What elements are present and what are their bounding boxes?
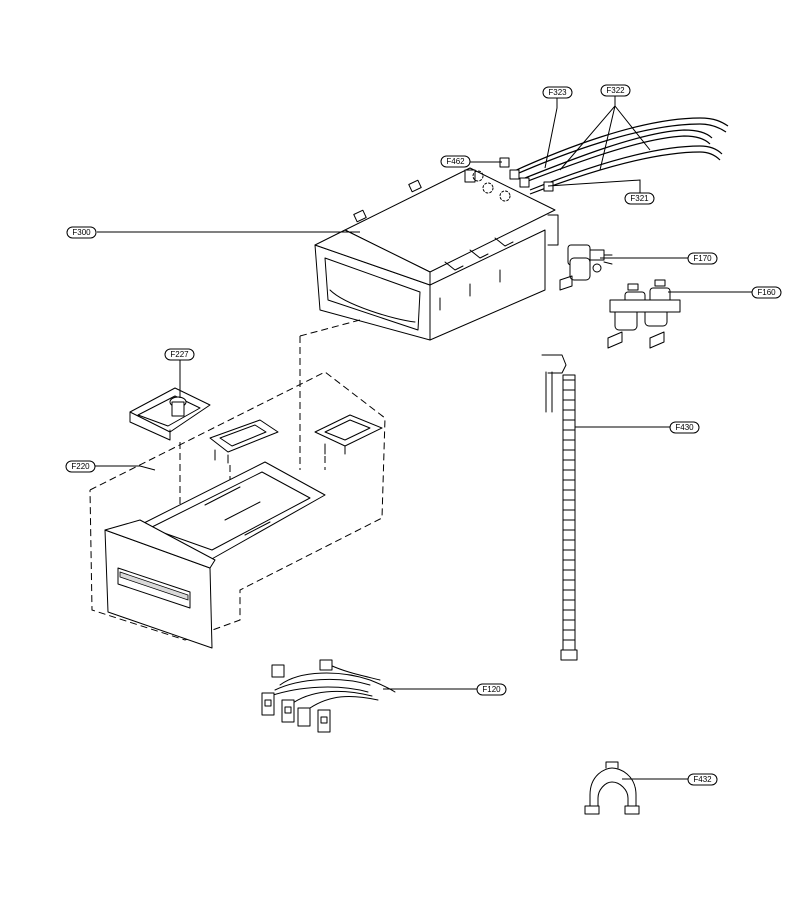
callout-F227: F227: [164, 348, 195, 361]
callout-F300: F300: [66, 226, 97, 239]
svg-text:F120: F120: [482, 685, 501, 694]
svg-text:F220: F220: [71, 462, 90, 471]
hose-guide: [584, 761, 640, 815]
detergent-drawer: [89, 319, 386, 649]
callout-F323: F323: [542, 86, 573, 99]
svg-text:F160: F160: [757, 288, 776, 297]
svg-text:F432: F432: [693, 775, 712, 784]
inlet-hoses: [499, 117, 729, 195]
callout-F430: F430: [669, 421, 700, 434]
svg-text:F462: F462: [446, 157, 465, 166]
svg-text:F321: F321: [630, 194, 649, 203]
svg-text:F430: F430: [675, 423, 694, 432]
callout-F462: F462: [440, 155, 471, 168]
svg-text:F300: F300: [72, 228, 91, 237]
callout-F120: F120: [476, 683, 507, 696]
callout-F322: F322: [600, 84, 631, 97]
water-valve-double: [607, 279, 681, 349]
dispenser-housing: [314, 167, 559, 341]
svg-text:F322: F322: [606, 86, 625, 95]
water-valve-single: [559, 244, 613, 291]
svg-text:F227: F227: [170, 350, 189, 359]
callout-F170: F170: [687, 252, 718, 265]
callout-F160: F160: [751, 286, 782, 299]
svg-text:F323: F323: [548, 88, 567, 97]
drain-hose: [541, 354, 578, 661]
callout-F220: F220: [65, 460, 96, 473]
callout-F321: F321: [624, 192, 655, 205]
leader-lines: [95, 96, 752, 780]
callout-F432: F432: [687, 773, 718, 786]
wire-harness: [261, 659, 396, 733]
svg-text:F170: F170: [693, 254, 712, 263]
